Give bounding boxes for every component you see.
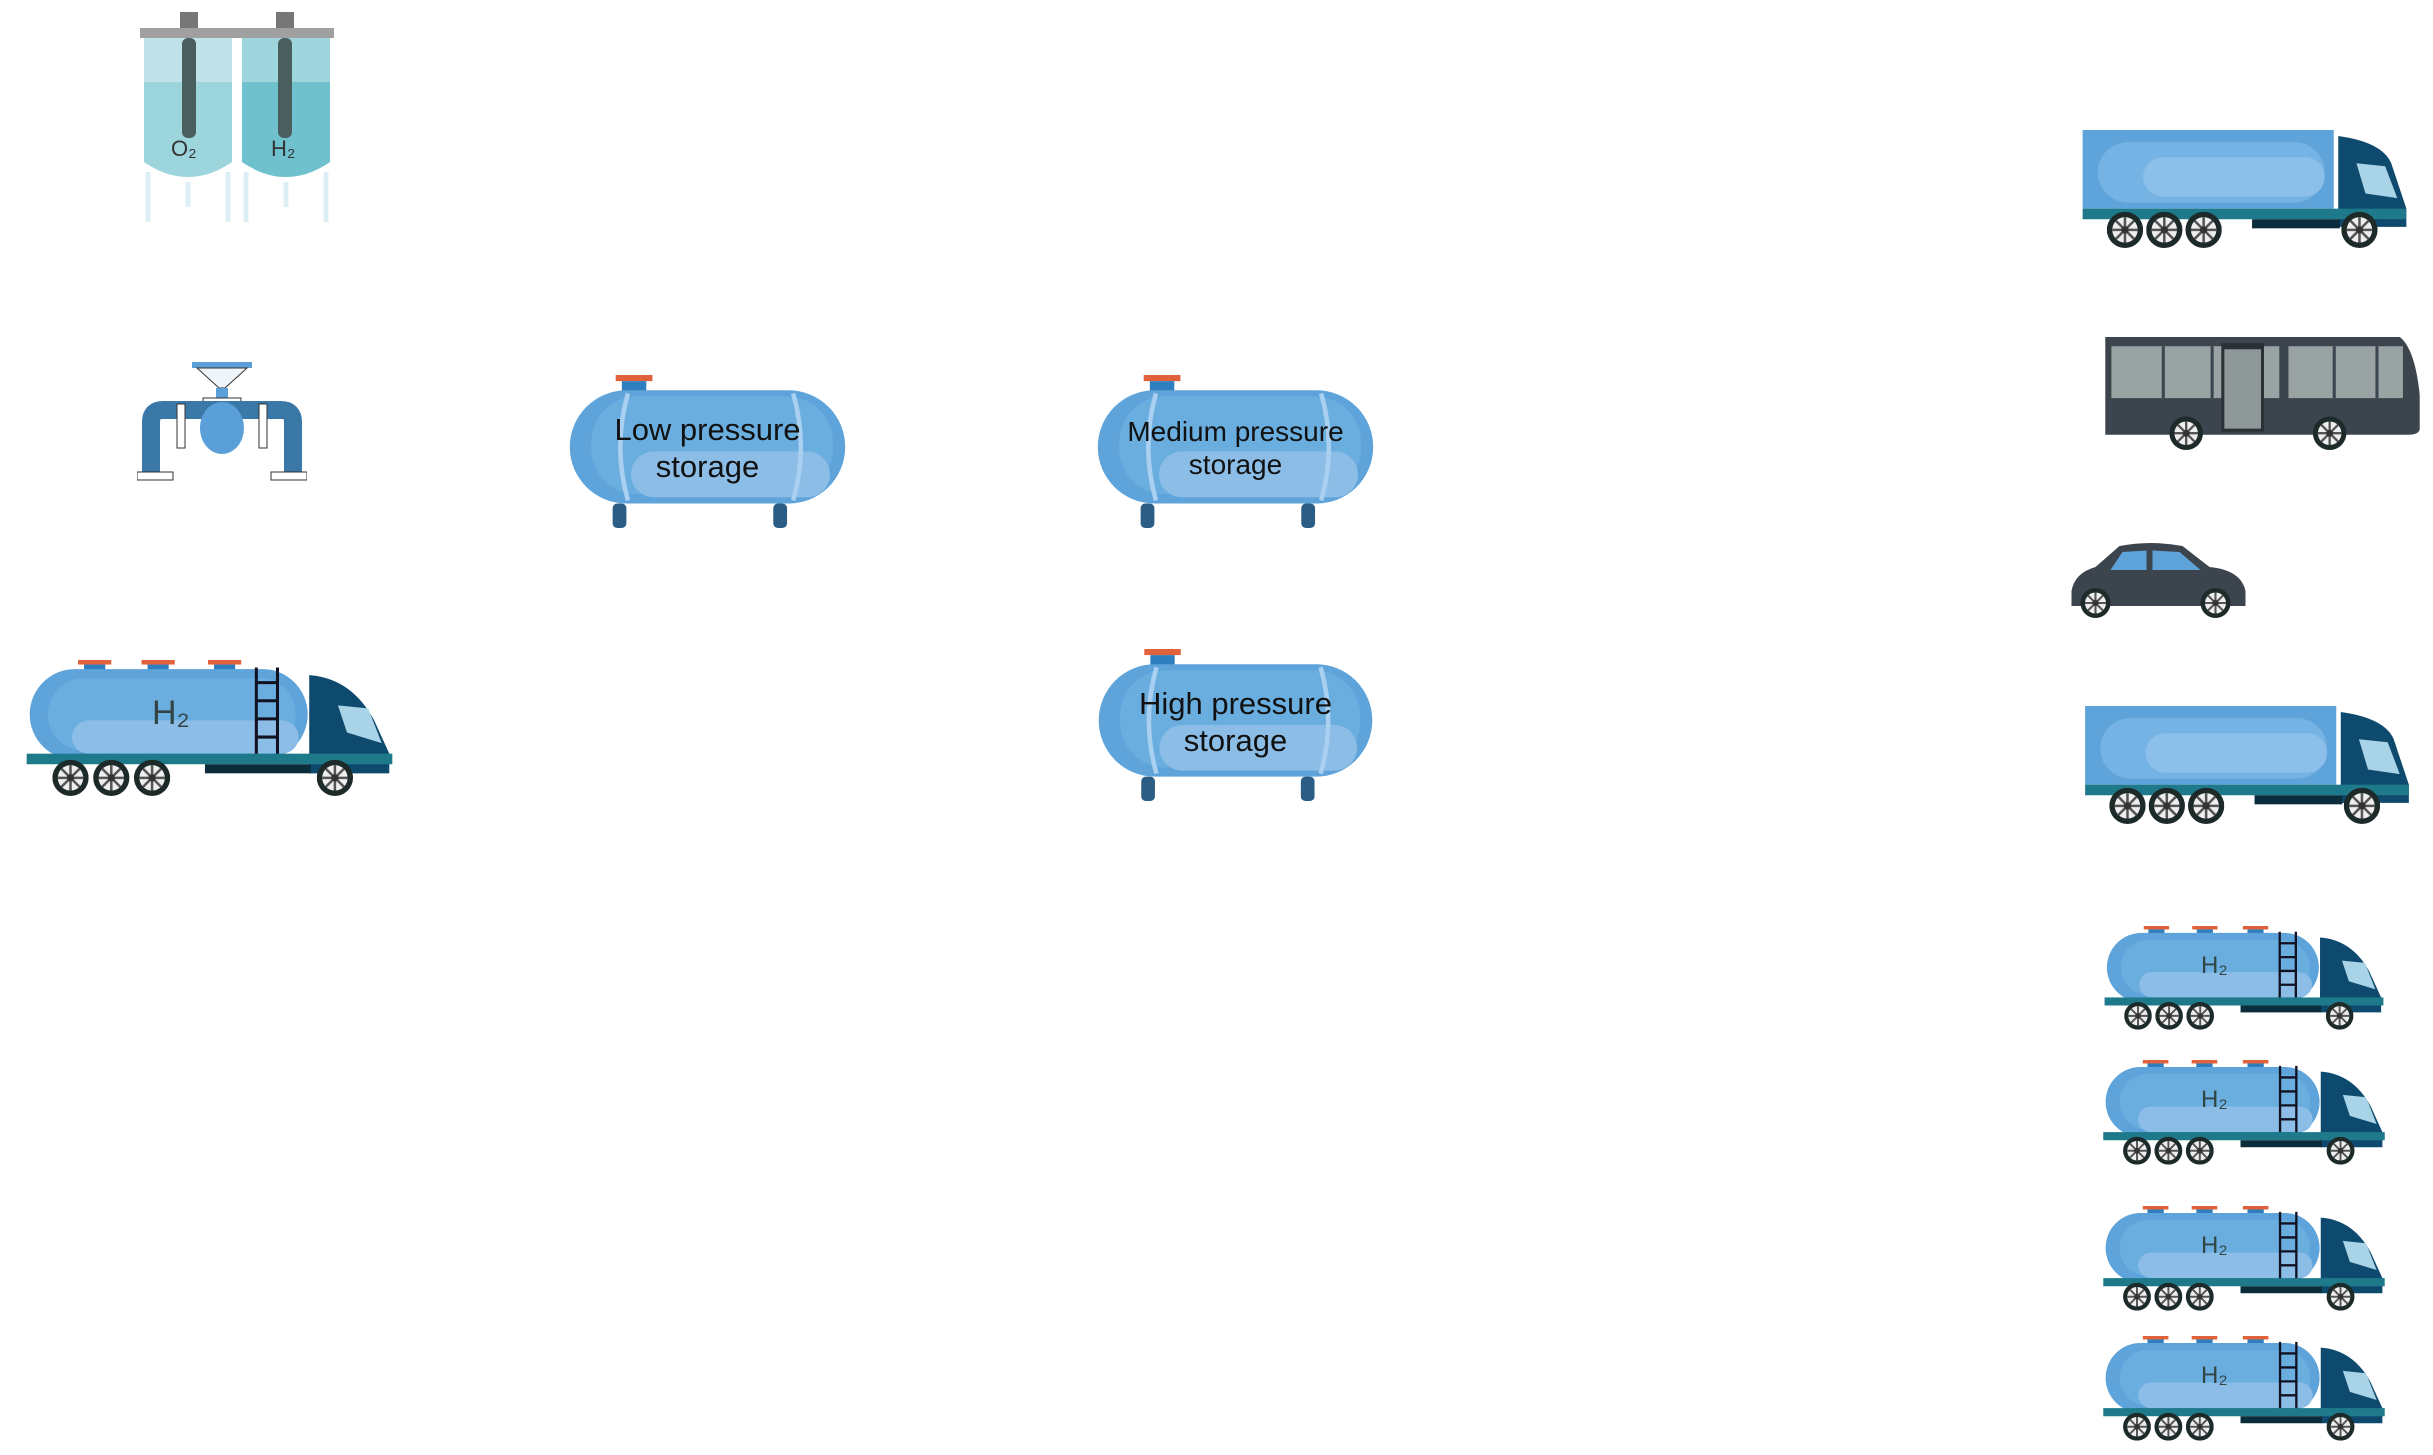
tanker-h2-label: H₂ [152, 694, 190, 732]
oxygen-label: O₂ [171, 136, 197, 161]
hydrogen-tanker-truck: H₂ [2103, 1206, 2385, 1313]
electrolyzer-icon: O₂ H₂ [140, 12, 334, 225]
hydrogen-tanker-truck-icon [2103, 1060, 2385, 1167]
hydrogen-tanker-truck: H₂ [2103, 926, 2385, 1032]
bus-icon [2101, 334, 2424, 450]
tanker-h2-label: H₂ [2201, 1362, 2228, 1389]
hydrogen-tanker-truck-icon [2103, 1336, 2385, 1443]
hydrogen-tanker-truck-icon [2103, 926, 2385, 1032]
box-truck [2081, 706, 2416, 824]
hydrogen-tanker-truck: H₂ [22, 660, 397, 799]
pipe-valve-icon [137, 362, 307, 481]
hydrogen-label: H₂ [271, 136, 296, 161]
hydrogen-tanker-truck: H₂ [2103, 1336, 2385, 1443]
box-truck-icon [2079, 130, 2413, 248]
tanker-h2-label: H₂ [2201, 952, 2228, 979]
box-truck [2079, 130, 2413, 248]
bus [2101, 334, 2424, 450]
tank-label-line2: storage [1183, 722, 1288, 758]
tank-label-line1: Low pressure [614, 412, 801, 448]
hydrogen-tanker-truck-icon [2103, 1206, 2385, 1313]
hydrogen-tanker-truck-icon [22, 660, 397, 799]
tanker-h2-label: H₂ [2201, 1232, 2228, 1259]
car [2067, 540, 2250, 621]
tank-label-line2: storage [655, 449, 760, 485]
tank-label-line2: storage [1188, 449, 1283, 481]
tanker-h2-label: H₂ [2201, 1086, 2228, 1113]
car-icon [2067, 540, 2250, 621]
tank-label-line1: High pressure [1139, 685, 1332, 721]
tank-label-line1: Medium pressure [1127, 415, 1344, 447]
hydrogen-tanker-truck: H₂ [2103, 1060, 2385, 1167]
box-truck-icon [2081, 706, 2416, 824]
